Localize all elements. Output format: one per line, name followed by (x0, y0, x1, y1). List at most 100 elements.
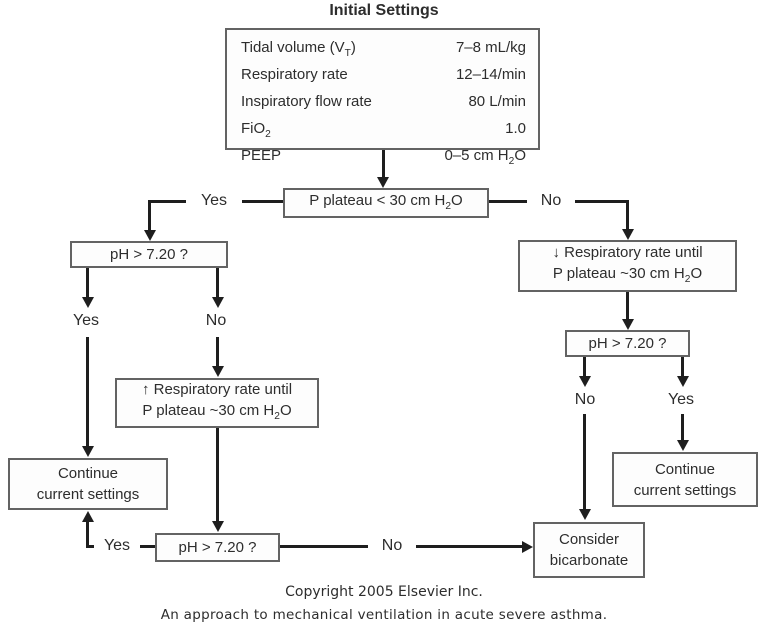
settings-row-peep: PEEP 0–5 cm H2O (241, 145, 526, 172)
p-plateau-box: P plateau < 30 cm H2O (283, 188, 489, 218)
node-text: bicarbonate (549, 552, 629, 569)
setting-value: 1.0 (505, 118, 526, 145)
diagram-title: Initial Settings (329, 2, 439, 19)
text-segment: FiO (241, 120, 266, 137)
text-segment: P plateau ~30 cm H (552, 265, 685, 282)
arrowhead-down-icon (579, 509, 591, 520)
text-segment: Inspiratory flow rate (241, 93, 372, 110)
arrowhead-down-icon (144, 230, 156, 241)
arrowhead-down-icon (82, 446, 94, 457)
edge-label-plateau-yes: Yes (186, 192, 242, 210)
text-segment: 1.0 (505, 120, 526, 137)
text-segment: O (451, 191, 463, 209)
connector-line (626, 292, 629, 319)
subscript: 2 (445, 200, 452, 212)
node-text: pH > 7.20 ? (110, 246, 188, 263)
arrowhead-down-icon (377, 177, 389, 188)
arrowhead-down-icon (622, 229, 634, 240)
subscript: 2 (508, 156, 515, 167)
consider-bicarbonate-box: Consider bicarbonate (533, 522, 645, 578)
arrowhead-up-icon (82, 511, 94, 522)
subscript: 2 (684, 274, 691, 285)
node-text: Continue (57, 465, 119, 482)
node-text: P plateau < 30 cm H2O (309, 190, 462, 217)
ph-right-box: pH > 7.20 ? (565, 330, 690, 357)
connector-line (148, 200, 151, 231)
connector-line (216, 428, 219, 522)
connector-line (382, 150, 385, 178)
decrease-resp-rate-box: ↓ Respiratory rate until P plateau ~30 c… (518, 240, 737, 292)
node-text: Continue (654, 460, 716, 478)
setting-value: 80 L/min (468, 91, 526, 118)
text-segment: ) (350, 39, 356, 56)
text-segment: O (690, 265, 703, 282)
arrowhead-down-icon (212, 297, 224, 308)
edge-label-ph-left-no: No (188, 312, 244, 330)
setting-value: 0–5 cm H2O (444, 145, 526, 172)
setting-label: PEEP (241, 145, 281, 172)
arrowhead-down-icon (622, 319, 634, 330)
settings-row-tidal-volume: Tidal volume (VT) 7–8 mL/kg (241, 37, 526, 64)
node-text: Consider (558, 531, 620, 548)
node-text: current settings (36, 486, 140, 503)
connector-line (681, 414, 684, 440)
settings-row-fio2: FiO2 1.0 (241, 118, 526, 145)
edge-label-ph-right-no: No (561, 391, 609, 409)
subscript: 2 (274, 411, 280, 422)
arrowhead-down-icon (212, 521, 224, 532)
connector-line (86, 268, 89, 298)
node-text: current settings (633, 481, 737, 499)
node-text: ↓ Respiratory rate until (552, 244, 703, 261)
text-segment: 7–8 mL/kg (455, 39, 526, 56)
connector-line (583, 357, 586, 376)
connector-line (86, 337, 89, 447)
text-segment: O (279, 402, 292, 419)
arrowhead-down-icon (82, 297, 94, 308)
text-segment: 0–5 cm H (444, 147, 509, 164)
continue-settings-left-box: Continue current settings (8, 458, 168, 510)
node-text: ↑ Respiratory rate until (141, 381, 293, 398)
text-segment: PEEP (241, 147, 282, 164)
node-text: pH > 7.20 ? (588, 335, 667, 352)
arrowhead-down-icon (677, 440, 689, 451)
arrowhead-down-icon (579, 376, 591, 387)
connector-line (681, 357, 684, 376)
setting-label: FiO2 (241, 118, 271, 145)
text-segment: Respiratory rate (241, 66, 348, 83)
increase-resp-rate-box: ↑ Respiratory rate until P plateau ~30 c… (115, 378, 319, 428)
setting-label: Inspiratory flow rate (241, 91, 372, 118)
subscript: 2 (265, 129, 271, 140)
text-segment: P plateau ~30 cm H (142, 402, 275, 419)
edge-label-ph-bottom-yes: Yes (94, 537, 140, 555)
initial-settings-box: Tidal volume (VT) 7–8 mL/kg Respiratory … (225, 28, 540, 167)
connector-line (216, 337, 219, 367)
edge-label-plateau-no: No (527, 192, 575, 210)
connector-line (626, 200, 629, 229)
figure-caption: An approach to mechanical ventilation in… (160, 607, 608, 623)
connector-line (216, 268, 219, 298)
setting-label: Tidal volume (VT) (241, 37, 356, 64)
text-segment: P plateau < 30 cm H (309, 191, 446, 209)
arrowhead-down-icon (677, 376, 689, 387)
connector-line (86, 522, 89, 548)
node-text: pH > 7.20 ? (178, 539, 257, 556)
copyright-text: Copyright 2005 Elsevier Inc. (285, 584, 483, 600)
setting-label: Respiratory rate (241, 64, 348, 91)
continue-settings-right-box: Continue current settings (612, 452, 758, 507)
ph-bottom-box: pH > 7.20 ? (155, 533, 280, 562)
text-segment: Tidal volume (V (241, 39, 345, 56)
text-segment: O (514, 147, 526, 164)
edge-label-ph-bottom-no: No (368, 537, 416, 555)
arrowhead-right-icon (522, 541, 533, 553)
ph-left-box: pH > 7.20 ? (70, 241, 228, 268)
settings-row-respiratory-rate: Respiratory rate 12–14/min (241, 64, 526, 91)
subscript: T (344, 48, 351, 59)
node-text: P plateau ~30 cm H2O (553, 263, 702, 290)
connector-line (583, 414, 586, 510)
text-segment: 12–14/min (455, 66, 526, 83)
edge-label-ph-left-yes: Yes (56, 312, 116, 330)
node-text: P plateau ~30 cm H2O (142, 400, 291, 427)
setting-value: 12–14/min (456, 64, 526, 91)
edge-label-ph-right-yes: Yes (655, 391, 707, 409)
